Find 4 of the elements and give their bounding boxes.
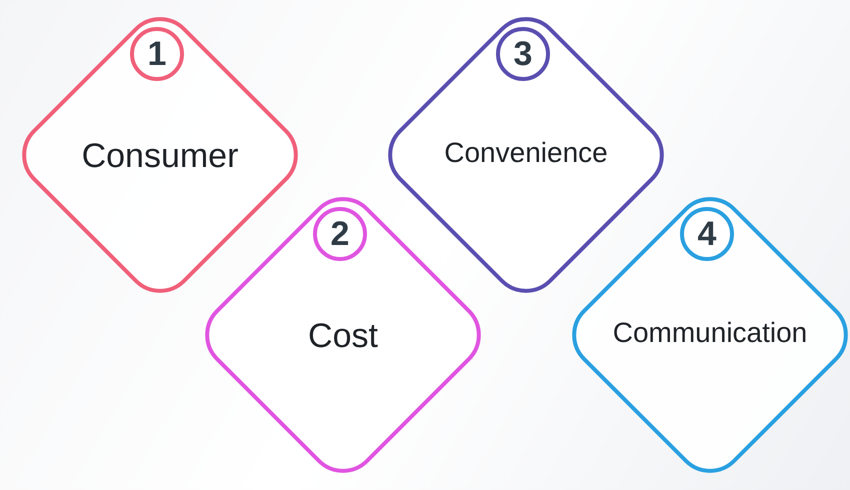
card-title: Cost (307, 317, 379, 356)
card-title: Convenience (443, 137, 609, 169)
card-title: Consumer (80, 137, 240, 176)
card-title: Communication (612, 317, 808, 349)
